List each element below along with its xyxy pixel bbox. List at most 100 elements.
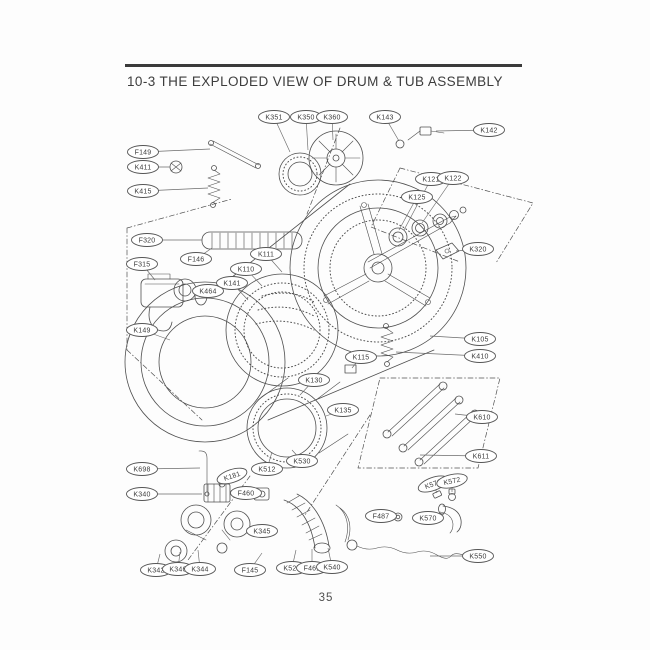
part-callout-K320: K320: [462, 242, 494, 256]
callout-label: K342: [147, 567, 164, 574]
damper-group-box: [357, 377, 501, 469]
callout-label: F315: [134, 261, 151, 268]
callout-oval: [126, 487, 158, 501]
callout-oval: [230, 486, 262, 500]
callout-label: K346: [169, 566, 186, 573]
callout-label: K141: [223, 280, 240, 287]
pressure-hose: [346, 539, 470, 559]
callout-label: K351: [265, 114, 282, 121]
rotor-bolt: [395, 126, 445, 149]
pump-assembly: [164, 483, 251, 563]
callout-oval: [327, 403, 359, 417]
callout-oval: [316, 560, 348, 574]
hook-rod: [198, 450, 210, 497]
part-callout-F145: F145: [234, 563, 266, 577]
callout-oval: [462, 242, 494, 256]
part-callout-K610: K610: [466, 410, 498, 424]
callout-label: K149: [133, 327, 150, 334]
part-callout-K572: K572: [436, 473, 468, 489]
part-callout-K550: K550: [462, 549, 494, 563]
callout-label: K121: [422, 176, 439, 183]
callout-oval: [127, 145, 159, 159]
callout-label: K698: [133, 466, 150, 473]
part-callout-K340: K340: [126, 487, 158, 501]
part-callout-F460: F460: [230, 486, 262, 500]
callout-oval: [246, 524, 278, 538]
bottom-axis-line: [187, 414, 371, 561]
callout-label: K345: [253, 528, 270, 535]
callout-label: F461: [304, 565, 321, 572]
callout-oval: [462, 549, 494, 563]
callout-oval: [401, 190, 433, 204]
part-callout-F487: F487: [365, 509, 397, 523]
bellows-hose-top: [201, 231, 303, 250]
callout-label: K122: [444, 175, 461, 182]
stator: [278, 152, 322, 196]
callout-oval: [466, 410, 498, 424]
part-callout-K111: K111: [250, 247, 282, 261]
callout-oval: [184, 562, 216, 576]
part-callout-K125: K125: [401, 190, 433, 204]
callout-label: K550: [469, 553, 486, 560]
callout-oval: [127, 160, 159, 174]
callout-oval: [464, 349, 496, 363]
part-callout-K142: K142: [473, 123, 505, 137]
callout-oval: [412, 511, 444, 525]
part-callout-K344: K344: [184, 562, 216, 576]
part-callout-K611: K611: [465, 449, 497, 463]
drum: [225, 273, 339, 387]
callout-oval: [234, 563, 266, 577]
callout-oval: [216, 467, 248, 485]
page-title: 10-3 THE EXPLODED VIEW OF DRUM & TUB ASS…: [127, 74, 503, 89]
callout-oval: [251, 462, 283, 476]
leader-line-K122: [421, 177, 454, 224]
callout-label: K105: [471, 336, 488, 343]
tub-rear: [289, 179, 467, 357]
callout-oval: [436, 473, 468, 489]
callout-label: K320: [469, 246, 486, 253]
part-callout-K415: K415: [127, 184, 159, 198]
callout-label: K115: [353, 354, 370, 361]
callout-oval: [131, 233, 163, 247]
part-callout-K143: K143: [369, 110, 401, 124]
callout-oval: [258, 110, 290, 124]
clamp: [169, 160, 183, 174]
callout-oval: [345, 350, 377, 364]
callout-oval: [473, 123, 505, 137]
callout-label: K360: [323, 114, 340, 121]
tub-body-lines: [221, 183, 435, 421]
part-callout-K360: K360: [316, 110, 348, 124]
part-callout-K122: K122: [437, 171, 469, 185]
part-callout-K698: K698: [126, 462, 158, 476]
axis-line: [306, 127, 341, 215]
outlet-elbow: [438, 503, 462, 534]
rear-bracket: [435, 242, 460, 260]
callout-label: F460: [238, 490, 255, 497]
part-callout-K149: K149: [126, 323, 158, 337]
callout-oval: [316, 110, 348, 124]
part-callout-K135: K135: [327, 403, 359, 417]
callout-oval: [126, 462, 158, 476]
callout-oval: [216, 276, 248, 290]
callout-oval: [250, 247, 282, 261]
page-number: 35: [318, 592, 334, 604]
rear-spring: [380, 323, 394, 367]
part-callout-F149: F149: [127, 145, 159, 159]
part-callout-K115: K115: [345, 350, 377, 364]
part-callout-F315: F315: [126, 257, 158, 271]
callout-oval: [126, 323, 158, 337]
damper-rods: [382, 381, 480, 467]
part-callout-K540: K540: [316, 560, 348, 574]
callout-label: K344: [191, 566, 208, 573]
part-callout-K411: K411: [127, 160, 159, 174]
callout-label: F487: [373, 513, 390, 520]
callout-label: K464: [199, 288, 216, 295]
part-callout-K410: K410: [464, 349, 496, 363]
part-callout-K110: K110: [230, 262, 262, 276]
callout-label: K611: [473, 453, 490, 460]
part-callout-K570: K570: [412, 511, 444, 525]
callout-label: F146: [188, 256, 205, 263]
